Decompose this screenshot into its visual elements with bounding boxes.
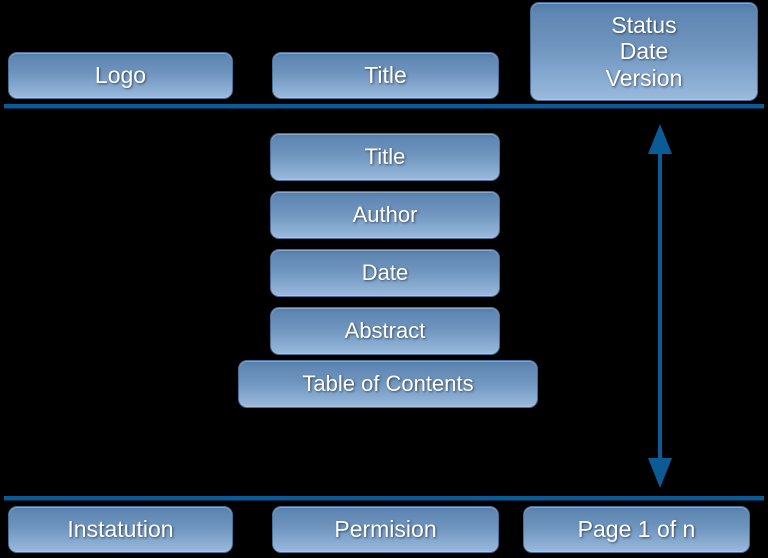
footer-divider (4, 496, 764, 500)
permission-box[interactable]: Permision (272, 506, 499, 553)
body-box-title[interactable]: Title (270, 133, 500, 181)
body-box-abstract-label: Abstract (344, 318, 426, 344)
header-title-box[interactable]: Title (272, 52, 499, 99)
body-box-table-of-contents-label: Table of Contents (302, 371, 474, 397)
body-box-date-label: Date (361, 260, 409, 286)
body-box-date[interactable]: Date (270, 249, 500, 297)
institution-box[interactable]: Instatution (8, 506, 233, 553)
header-divider (4, 104, 764, 108)
body-box-title-label: Title (364, 144, 406, 170)
page-number-box-label: Page 1 of n (577, 516, 696, 543)
body-box-abstract[interactable]: Abstract (270, 307, 500, 355)
body-box-table-of-contents[interactable]: Table of Contents (238, 360, 538, 408)
logo-box-label: Logo (94, 62, 147, 89)
logo-box[interactable]: Logo (8, 52, 233, 99)
institution-box-label: Instatution (67, 516, 174, 543)
permission-box-label: Permision (334, 516, 437, 543)
status-date-version-box[interactable]: Status Date Version (530, 2, 758, 101)
double-headed-vertical-arrow-icon (632, 120, 688, 492)
header-title-box-label: Title (364, 62, 407, 89)
body-box-author-label: Author (352, 202, 418, 228)
status-date-version-box-label: Status Date Version (605, 11, 683, 91)
page-number-box[interactable]: Page 1 of n (523, 506, 750, 553)
body-box-author[interactable]: Author (270, 191, 500, 239)
